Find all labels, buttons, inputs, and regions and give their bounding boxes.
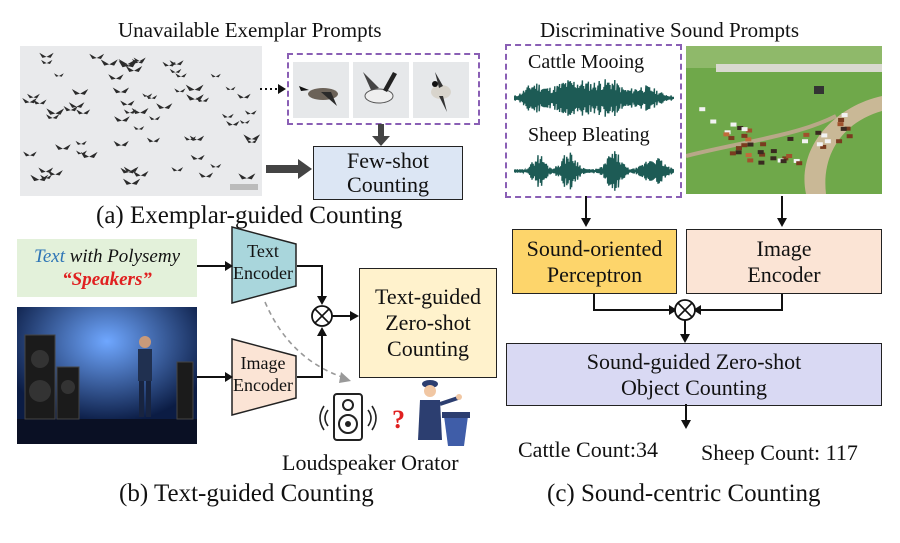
sound2-label: Sheep Bleating: [528, 124, 650, 146]
sound-oriented-perceptron: Sound-oriented Perceptron: [512, 229, 677, 294]
loudspeaker-icon: [319, 393, 377, 441]
text-word: Text: [34, 246, 65, 267]
goose-exemplar-image: [353, 62, 409, 118]
goose-exemplar-image: [413, 62, 469, 118]
right-arrow: [266, 159, 312, 179]
panel-c-connectors: [593, 294, 783, 343]
panel-b-caption: (b) Text-guided Counting: [119, 480, 374, 507]
text-prompt-quote: “Speakers”: [62, 269, 152, 290]
text-encoder: Text Encoder: [231, 226, 297, 304]
text-guided-zero-shot-box: Text-guided Zero-shot Counting: [359, 268, 497, 378]
bird-flock-image: [20, 46, 262, 196]
panel-c-caption: (c) Sound-centric Counting: [547, 480, 821, 507]
audio-waveform: [514, 79, 674, 117]
text-encoder-line2: Encoder: [233, 263, 293, 283]
perceptron-line1: Sound-oriented: [526, 235, 663, 261]
sheep-count: Sheep Count: 117: [701, 440, 858, 465]
image-encoder-b-line2: Encoder: [233, 375, 293, 395]
dotted-arrow: [260, 84, 286, 94]
image-encoder-b: Image Encoder: [231, 338, 297, 416]
panel-a-caption: (a) Exemplar-guided Counting: [96, 202, 403, 229]
zero-shot-line1: Text-guided: [375, 284, 481, 309]
text-prompt-line1: Text with Polysemy: [34, 245, 180, 268]
panel-c-title: Discriminative Sound Prompts: [540, 18, 799, 42]
down-arrow: [372, 124, 390, 146]
audio-waveform: [514, 151, 674, 191]
text-prompt-box: Text with Polysemy “Speakers”: [17, 239, 197, 297]
down-arrow: [681, 404, 691, 429]
few-shot-line1: Few-shot: [347, 148, 429, 173]
ambiguity-label: Loudspeaker Orator: [282, 450, 459, 475]
cattle-count: Cattle Count:34: [518, 437, 658, 462]
down-arrow: [581, 196, 591, 227]
concert-stage-image: [17, 307, 197, 444]
pasture-image: [685, 46, 882, 194]
zero-shot-line2: Zero-shot: [385, 310, 471, 335]
few-shot-line2: Counting: [347, 172, 429, 197]
text-encoder-line1: Text: [247, 241, 279, 261]
counter-line1: Sound-guided Zero-shot: [586, 348, 802, 374]
panel-a-title: Unavailable Exemplar Prompts: [118, 18, 382, 42]
few-shot-counting-box: Few-shot Counting: [313, 146, 463, 200]
image-encoder-c-line1: Image: [756, 235, 812, 261]
zero-shot-line3: Counting: [387, 336, 469, 361]
sound-guided-counting-box: Sound-guided Zero-shot Object Counting: [506, 343, 882, 406]
counter-line2: Object Counting: [620, 374, 768, 400]
perceptron-line2: Perceptron: [546, 261, 643, 287]
sound-prompt-group: [505, 44, 682, 198]
image-encoder-c-line2: Encoder: [747, 261, 821, 287]
goose-exemplar-image: [293, 62, 349, 118]
question-mark-icon: ?: [392, 405, 405, 434]
text-prompt-rest: with Polysemy: [64, 246, 180, 267]
down-arrow: [777, 196, 787, 227]
orator-icon: [418, 380, 470, 446]
image-encoder-c: Image Encoder: [686, 229, 882, 294]
panel-b-connectors: [197, 261, 359, 383]
image-encoder-b-line1: Image: [240, 353, 286, 373]
sound1-label: Cattle Mooing: [528, 51, 645, 73]
